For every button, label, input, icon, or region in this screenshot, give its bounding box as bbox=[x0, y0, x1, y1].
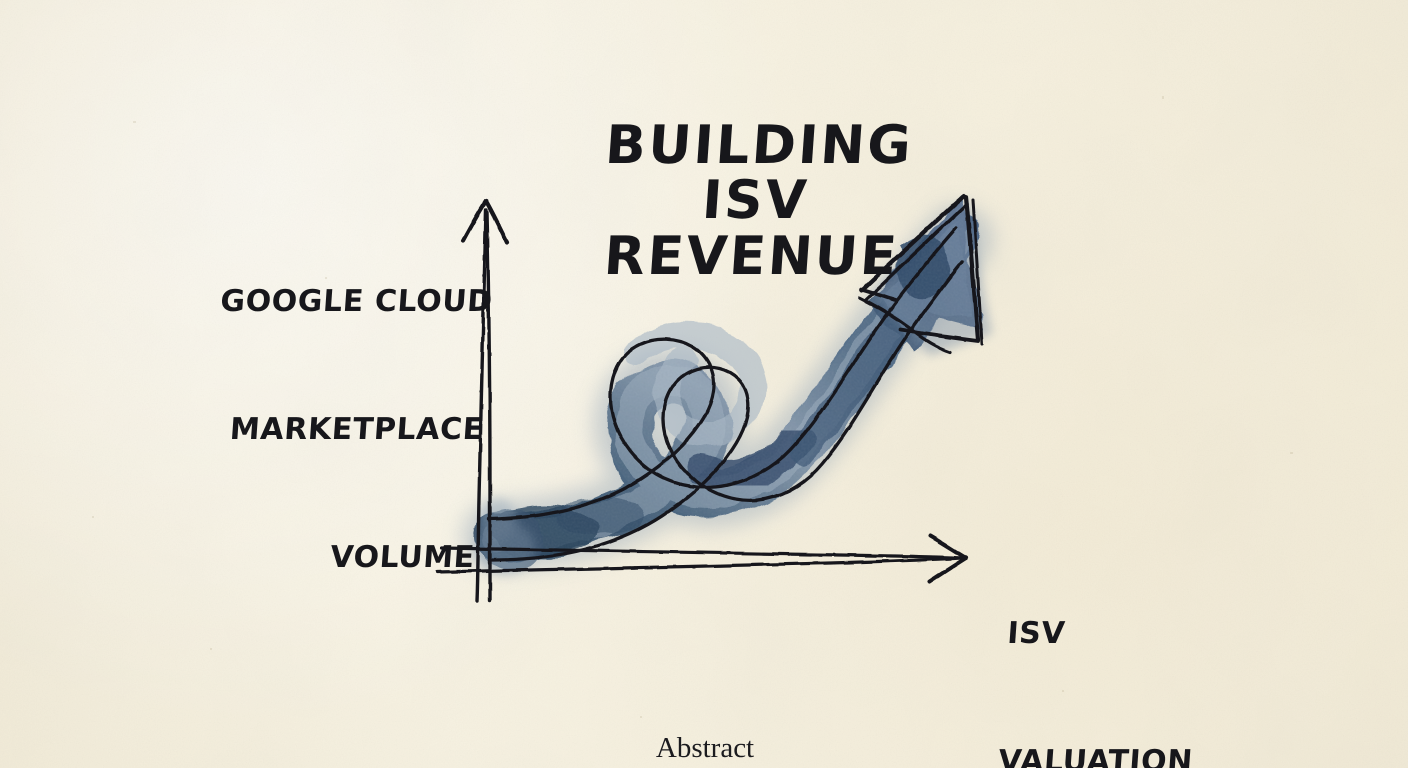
x-axis-line bbox=[435, 546, 964, 574]
y-axis-arrowhead bbox=[460, 198, 510, 245]
arrow-head-outline bbox=[858, 193, 984, 354]
x-axis-arrowhead bbox=[927, 534, 968, 584]
ink-linework bbox=[435, 193, 984, 603]
arrow-contour-lines bbox=[487, 226, 964, 562]
